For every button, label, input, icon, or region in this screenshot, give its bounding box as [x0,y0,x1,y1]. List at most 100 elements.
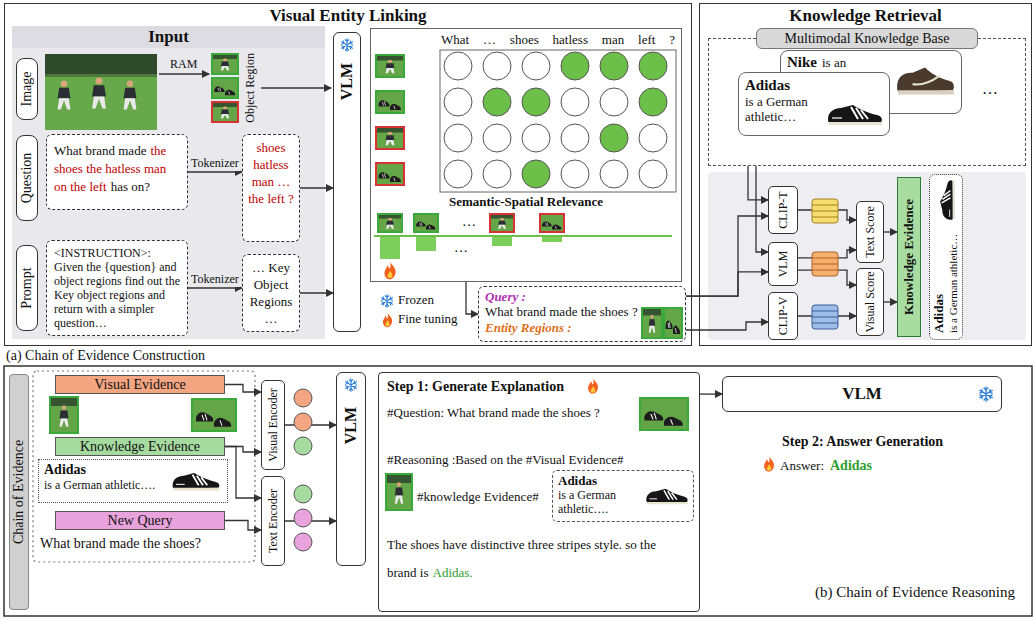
text-label: Answer: [780,459,824,474]
side-label: Question [16,135,38,221]
node-text: #Question: What brand made the shoes ? [387,404,669,421]
edge-label-box: Tokenizer [190,157,240,171]
encoder-box: Visual Encoder [261,380,285,470]
token-box: shoes hatless man … the left ? [242,134,300,242]
connector [884,231,897,232]
node-text: is a German athletic… [946,225,960,333]
connector [756,166,768,252]
node-text: Question [19,153,35,204]
text-label-box: Object Region [244,53,258,123]
node-text: Visual Encoder [266,388,281,462]
text-label: RAM [170,58,197,72]
text-label-box: Step 2: Answer Generation [782,434,943,450]
side-label: Image [16,58,38,120]
edge-label: Tokenizer [190,273,240,287]
relevance-grid [376,50,676,192]
evidence-box: Knowledge Evidence [897,177,921,337]
node-text: Step 1: Generate Explanation [387,378,669,396]
node-text: Adidas [558,473,645,488]
node-text: Image [19,72,35,107]
node-text: The shoes have distinctive three stripes… [387,537,656,580]
node-text: What brand made [54,143,146,158]
object-regions [212,54,238,122]
legend-text-box: Frozen [398,293,434,308]
node-text: is a German athletic…. [44,478,167,493]
text-label: Step 2: Answer Generation [782,434,943,450]
node-text: Visual Entity Linking [5,6,691,26]
encoder-box: CLIP-V [768,292,798,340]
relevance-bars [374,214,672,259]
node-text: Visual Score [863,272,878,333]
text-label: … [462,214,476,230]
node-text: Knowledge Evidence [901,199,917,315]
flow-arrows [159,74,331,88]
node-text: VLM [776,251,791,278]
model-box: VLM [333,32,361,332]
node-text: VLM [842,384,882,404]
input-photo [45,54,157,130]
encoder-box: Text Encoder [261,476,285,566]
frozen-icons [342,39,993,401]
node-text: Query : [485,289,679,304]
question-box: What brand madethe shoes the hatless man… [46,134,188,210]
connector [700,393,722,394]
edge-label: Tokenizer [190,157,240,171]
connector [300,187,333,188]
node-text: Adidas [745,76,823,94]
node-text: Adidas [44,462,167,478]
node-text: #knowledge Evidence# [417,488,669,505]
text-label: … [454,240,468,256]
node-text: Prompt [19,267,35,308]
connector [188,171,242,172]
legend-text-box: Fine tuning [398,312,458,327]
panel: Knowledge RetrievalMultimodal Knowledge … [699,3,1032,346]
text-label-box: RAM [170,58,197,72]
text-label-box: Answer: [780,459,824,474]
node-text: Multimodal Knowledge Base [756,28,979,49]
node-text: Adidas [931,225,946,333]
encoder-box: VLM [768,242,798,286]
evidence-images [50,397,688,510]
node-text: What … shoes hatless man left ? [441,32,675,48]
token-box: … Key Object Regions … [242,254,300,332]
node-text: VLM [338,63,356,100]
connector [225,521,261,531]
connector [225,447,261,499]
connector [884,301,897,302]
node-text: has on? [111,179,150,194]
query-box: Query :What brand made the shoes ?Entity… [478,286,686,342]
node-text: is a German athletic…. [558,488,645,516]
node-text: CLIP-T [776,191,791,228]
side-label: Prompt [16,245,38,331]
entity-region-images [642,308,682,338]
text-label-box: Adidas [830,458,872,474]
node-text: Nike [787,54,817,70]
text-label-box: … [982,80,998,98]
node-text: VLM [342,407,360,444]
evidence-bar: Visual Evidence [55,375,225,394]
connector [225,385,261,393]
encoder-box: CLIP-T [768,186,798,234]
node-text: Semantic-Spatial Relevance [375,194,677,210]
embedding-vectors [812,199,838,329]
shoe-pictures [173,68,955,505]
text-label: (b) Chain of Evidence Reasoning [815,584,1015,601]
connector [466,282,478,314]
node-text: Adidas. [433,565,473,580]
node-text: Text Score [863,206,878,257]
node-text: shoes hatless man … the left ? [247,139,295,207]
legend-text: Frozen [398,293,434,308]
evidence-bar: New Query [55,511,225,530]
evidence-bar: Knowledge Evidence [55,437,225,456]
knowledge-card: Adidasis a German athletic… [738,72,890,136]
node-text: is an [822,55,846,70]
score-box: Text Score [856,201,884,263]
model-box: VLM [336,372,366,566]
panel-grounds [4,26,1032,616]
node-text: <INSTRUCTION>: Given the {question} and … [54,246,180,330]
node-text: What brand made the shoes ? [485,304,679,320]
node-text: is a German athletic… [745,94,823,124]
text-label: What brand made the shoes? [40,536,201,552]
connector [188,287,242,288]
knowledge-base: Multimodal Knowledge BaseNikeis anAdidas… [708,38,1026,166]
